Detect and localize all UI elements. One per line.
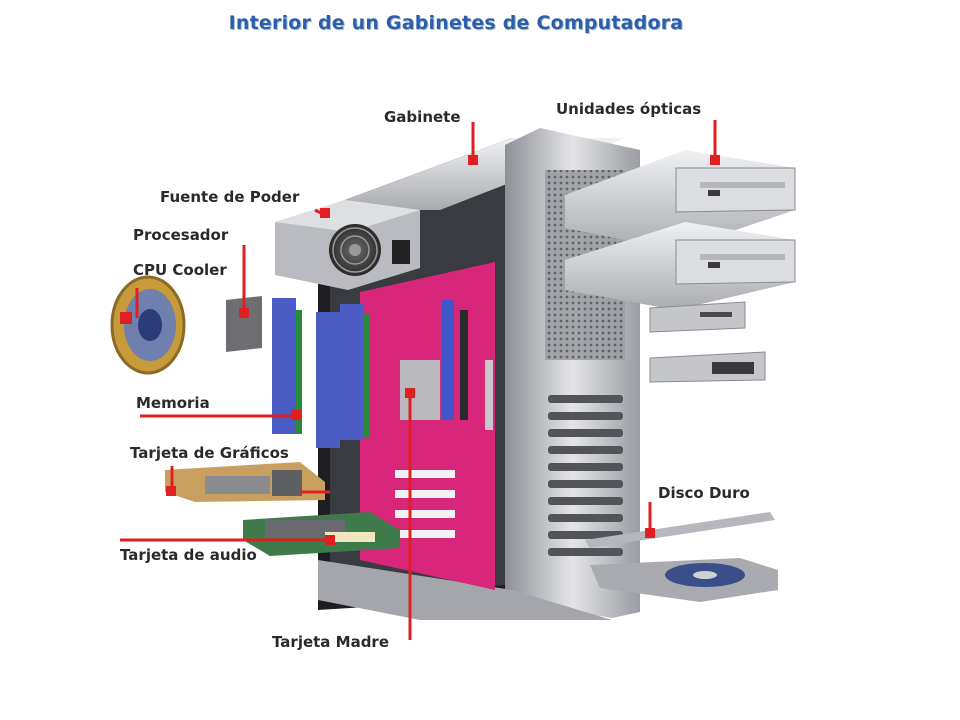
label-gabinete: Gabinete	[384, 108, 461, 126]
label-procesador: Procesador	[133, 226, 229, 244]
label-cpu-cooler: CPU Cooler	[133, 261, 227, 279]
processor	[226, 296, 262, 352]
case-vent-slots	[548, 395, 623, 556]
audio-card	[243, 512, 400, 556]
label-unidades-opticas: Unidades ópticas	[556, 100, 702, 118]
drive-bay-small	[649, 301, 766, 383]
label-disco-duro: Disco Duro	[658, 484, 750, 502]
power-supply	[275, 200, 420, 290]
label-memoria: Memoria	[136, 394, 210, 412]
optical-drive-2	[565, 222, 796, 310]
diagram-title: Interior de un Gabinetes de Computadora	[228, 12, 684, 34]
label-fuente-de-poder: Fuente de Poder	[160, 188, 300, 206]
label-tarjeta-de-audio: Tarjeta de audio	[120, 546, 257, 564]
label-tarjeta-madre: Tarjeta Madre	[272, 633, 390, 651]
hard-disk	[585, 512, 778, 602]
cpu-cooler	[110, 275, 186, 375]
graphics-card	[165, 462, 325, 502]
leader-dots	[120, 155, 720, 545]
motherboard	[360, 262, 495, 590]
memory-modules	[272, 298, 369, 448]
optical-drive-1	[565, 150, 796, 250]
label-tarjeta-de-graficos: Tarjeta de Gráficos	[130, 444, 289, 462]
